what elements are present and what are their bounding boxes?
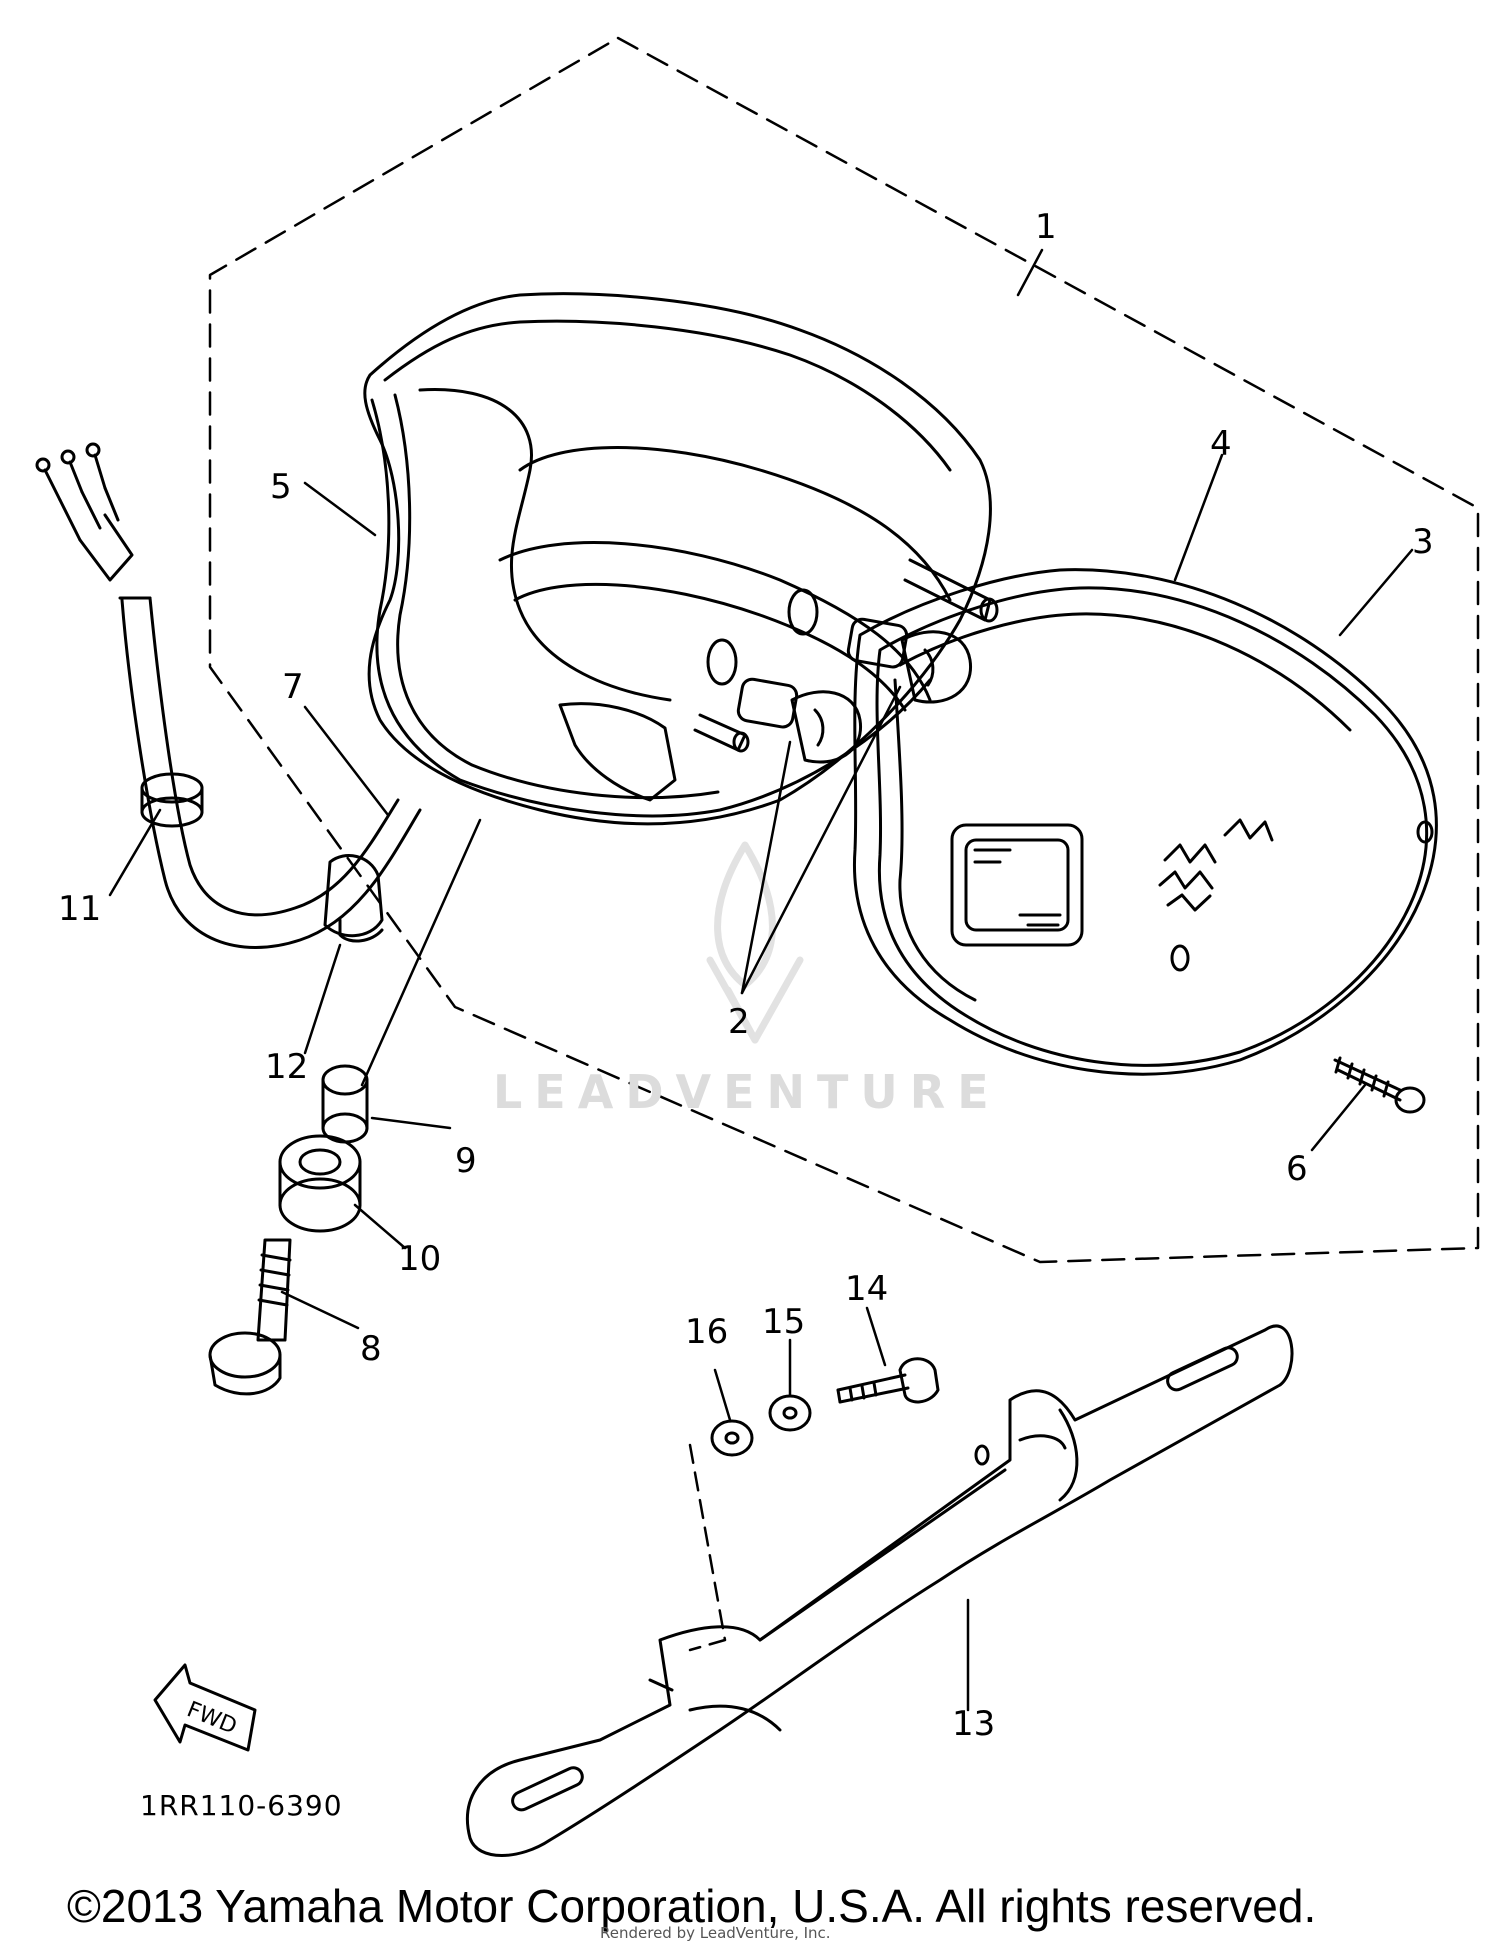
callout-14: 14 <box>845 1269 888 1309</box>
bolt-8 <box>208 1238 292 1396</box>
wire-harness <box>35 442 422 949</box>
callout-labels: 1 2 3 4 5 6 7 8 9 10 11 12 13 14 15 16 <box>58 207 1434 1744</box>
bracket-mount-line <box>688 1443 727 1652</box>
callout-16: 16 <box>685 1312 728 1352</box>
collar-9 <box>321 1064 369 1144</box>
lamp-housing <box>363 292 999 826</box>
bolt-14 <box>836 1357 940 1404</box>
assembly-boundary <box>208 36 1480 1264</box>
watermark: LEADVENTURE <box>493 1065 1001 1119</box>
callout-9: 9 <box>455 1141 477 1181</box>
callout-1: 1 <box>1035 207 1057 247</box>
callout-8: 8 <box>360 1329 382 1369</box>
lens <box>875 586 1434 1067</box>
bracket <box>465 1324 1294 1857</box>
fwd-label: FWD <box>183 1697 240 1739</box>
leadventure-logo-icon <box>706 841 804 1044</box>
copyright-notice: ©2013 Yamaha Motor Corporation, U.S.A. A… <box>67 1880 1316 1932</box>
callout-11: 11 <box>58 889 101 929</box>
grommet-12 <box>323 854 384 943</box>
grommet-11 <box>140 772 204 828</box>
leader-lines <box>108 248 1414 1712</box>
washer-16 <box>710 1419 754 1457</box>
callout-3: 3 <box>1412 522 1434 562</box>
callout-13: 13 <box>952 1704 995 1744</box>
diagram-code: 1RR110-6390 <box>140 1789 343 1822</box>
damper-10 <box>278 1134 362 1233</box>
callout-5: 5 <box>270 467 292 507</box>
screw-6 <box>1333 1056 1426 1114</box>
fwd-arrow-icon <box>153 1663 257 1752</box>
callout-12: 12 <box>265 1047 308 1087</box>
washer-15 <box>768 1394 812 1432</box>
callout-15: 15 <box>762 1302 805 1342</box>
callout-4: 4 <box>1210 424 1232 464</box>
bulb-lower <box>736 677 862 764</box>
callout-10: 10 <box>398 1239 441 1279</box>
callout-6: 6 <box>1286 1149 1308 1189</box>
rendered-by: Rendered by LeadVenture, Inc. <box>600 1924 831 1942</box>
callout-2: 2 <box>728 1002 750 1042</box>
gasket <box>852 568 1438 1076</box>
callout-7: 7 <box>282 667 304 707</box>
